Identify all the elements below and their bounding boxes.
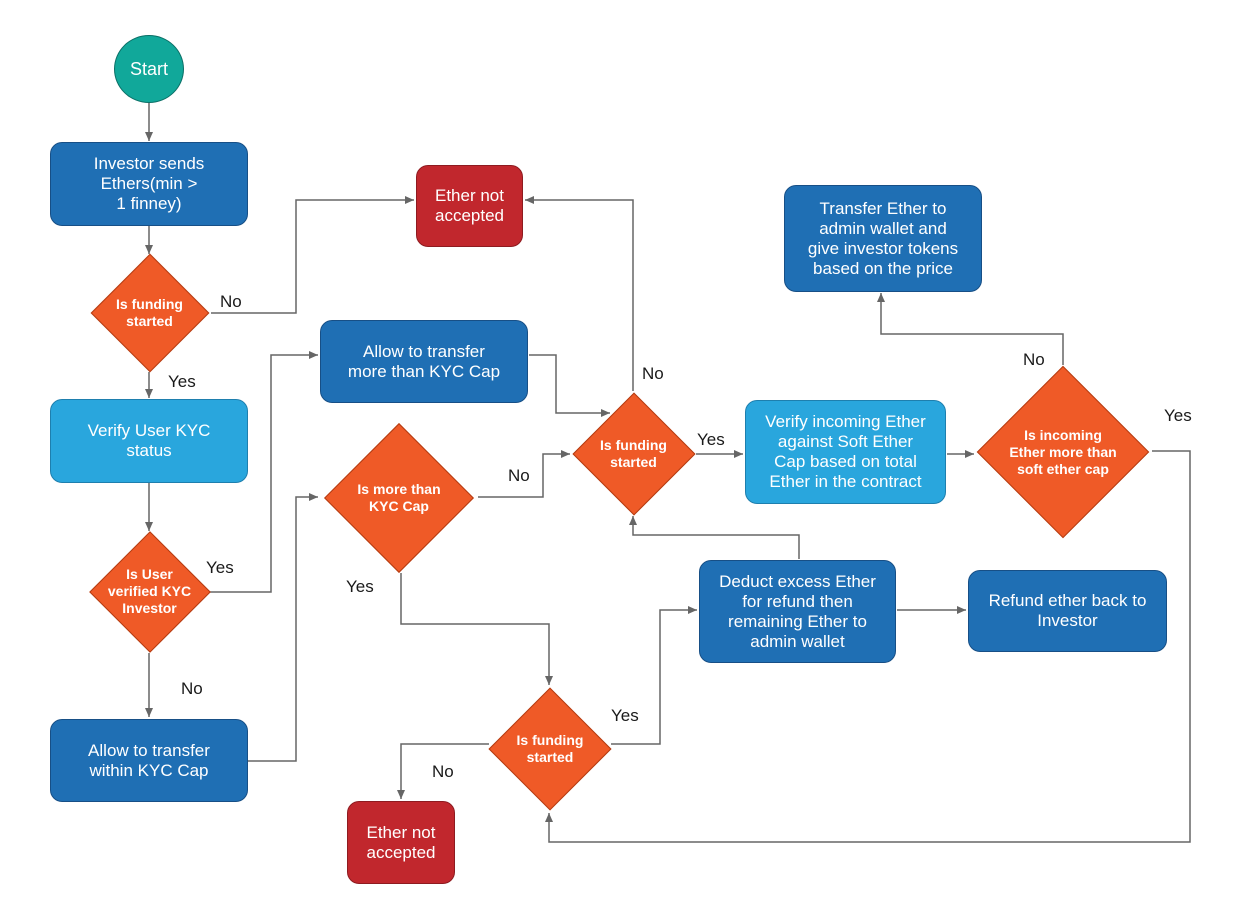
connector-funding3-yes-to-deduct [611,606,697,745]
verify-incoming-ether-node: Verify incoming Ether against Soft Ether… [745,400,946,504]
connector-funding1-no-to-rejected [211,196,414,314]
is-more-than-kyc-cap-decision: Is more than KYC Cap [320,423,478,573]
ether-not-accepted-top-node: Ether not accepted [416,165,523,247]
is-incoming-ether-more-decision: Is incoming Ether more than soft ether c… [975,365,1151,539]
connector-morethancap-yes-to-funding3 [400,573,553,685]
label-funding2-no: No [642,364,664,383]
refund-ether-back-node: Refund ether back to Investor [968,570,1167,652]
label-incoming-no: No [1023,350,1045,369]
label-userverified-yes: Yes [206,558,234,577]
start-node: Start [114,35,184,103]
connector-incomingmore-yes-to-funding3 [545,450,1191,843]
label-funding3-yes: Yes [611,706,639,725]
is-user-verified-decision: Is User verified KYC Investor [88,530,211,653]
is-funding-started-decision-2: Is funding started [571,391,696,516]
allow-transfer-more-than-cap-node: Allow to transfer more than KYC Cap [320,320,528,403]
is-funding-started-decision-1-label: Is funding started [116,296,183,329]
is-funding-started-decision-2-label: Is funding started [600,436,667,470]
label-morethancap-yes: Yes [346,577,374,596]
connector-funding3-no-to-rejected [397,743,489,799]
label-funding3-no: No [432,762,454,781]
connector-morethancap-no-to-funding2 [478,450,570,498]
connector-deduct-to-funding2 [629,516,800,559]
deduct-excess-ether-node: Deduct excess Ether for refund then rema… [699,560,896,663]
is-funding-started-decision-3: Is funding started [488,686,612,812]
connector-funding2-no-to-rejected [525,196,634,391]
connector-incomingmore-no-to-transfer [877,293,1064,365]
label-funding1-no: No [220,292,242,311]
verify-user-kyc-node: Verify User KYC status [50,399,248,483]
ether-not-accepted-bottom-node: Ether not accepted [347,801,455,884]
connector-userverified-yes-to-allowmore [210,351,318,593]
is-funding-started-decision-3-label: Is funding started [516,732,584,765]
label-userverified-no: No [181,679,203,698]
label-incoming-yes: Yes [1164,406,1192,425]
investor-sends-ethers-node: Investor sends Ethers(min > 1 finney) [50,142,248,226]
is-funding-started-decision-1: Is funding started [89,253,210,373]
allow-transfer-within-cap-node: Allow to transfer within KYC Cap [50,719,248,802]
is-incoming-ether-more-decision-label: Is incoming Ether more than soft ether c… [1009,426,1117,477]
label-funding1-yes: Yes [168,372,196,391]
label-funding2-yes: Yes [697,430,725,449]
connector-allowmore-to-funding2 [529,354,610,417]
transfer-ether-to-admin-node: Transfer Ether to admin wallet and give … [784,185,982,292]
is-user-verified-decision-label: Is User verified KYC Investor [107,566,192,616]
label-morethancap-no: No [508,466,530,485]
is-more-than-kyc-cap-decision-label: Is more than KYC Cap [357,481,441,514]
